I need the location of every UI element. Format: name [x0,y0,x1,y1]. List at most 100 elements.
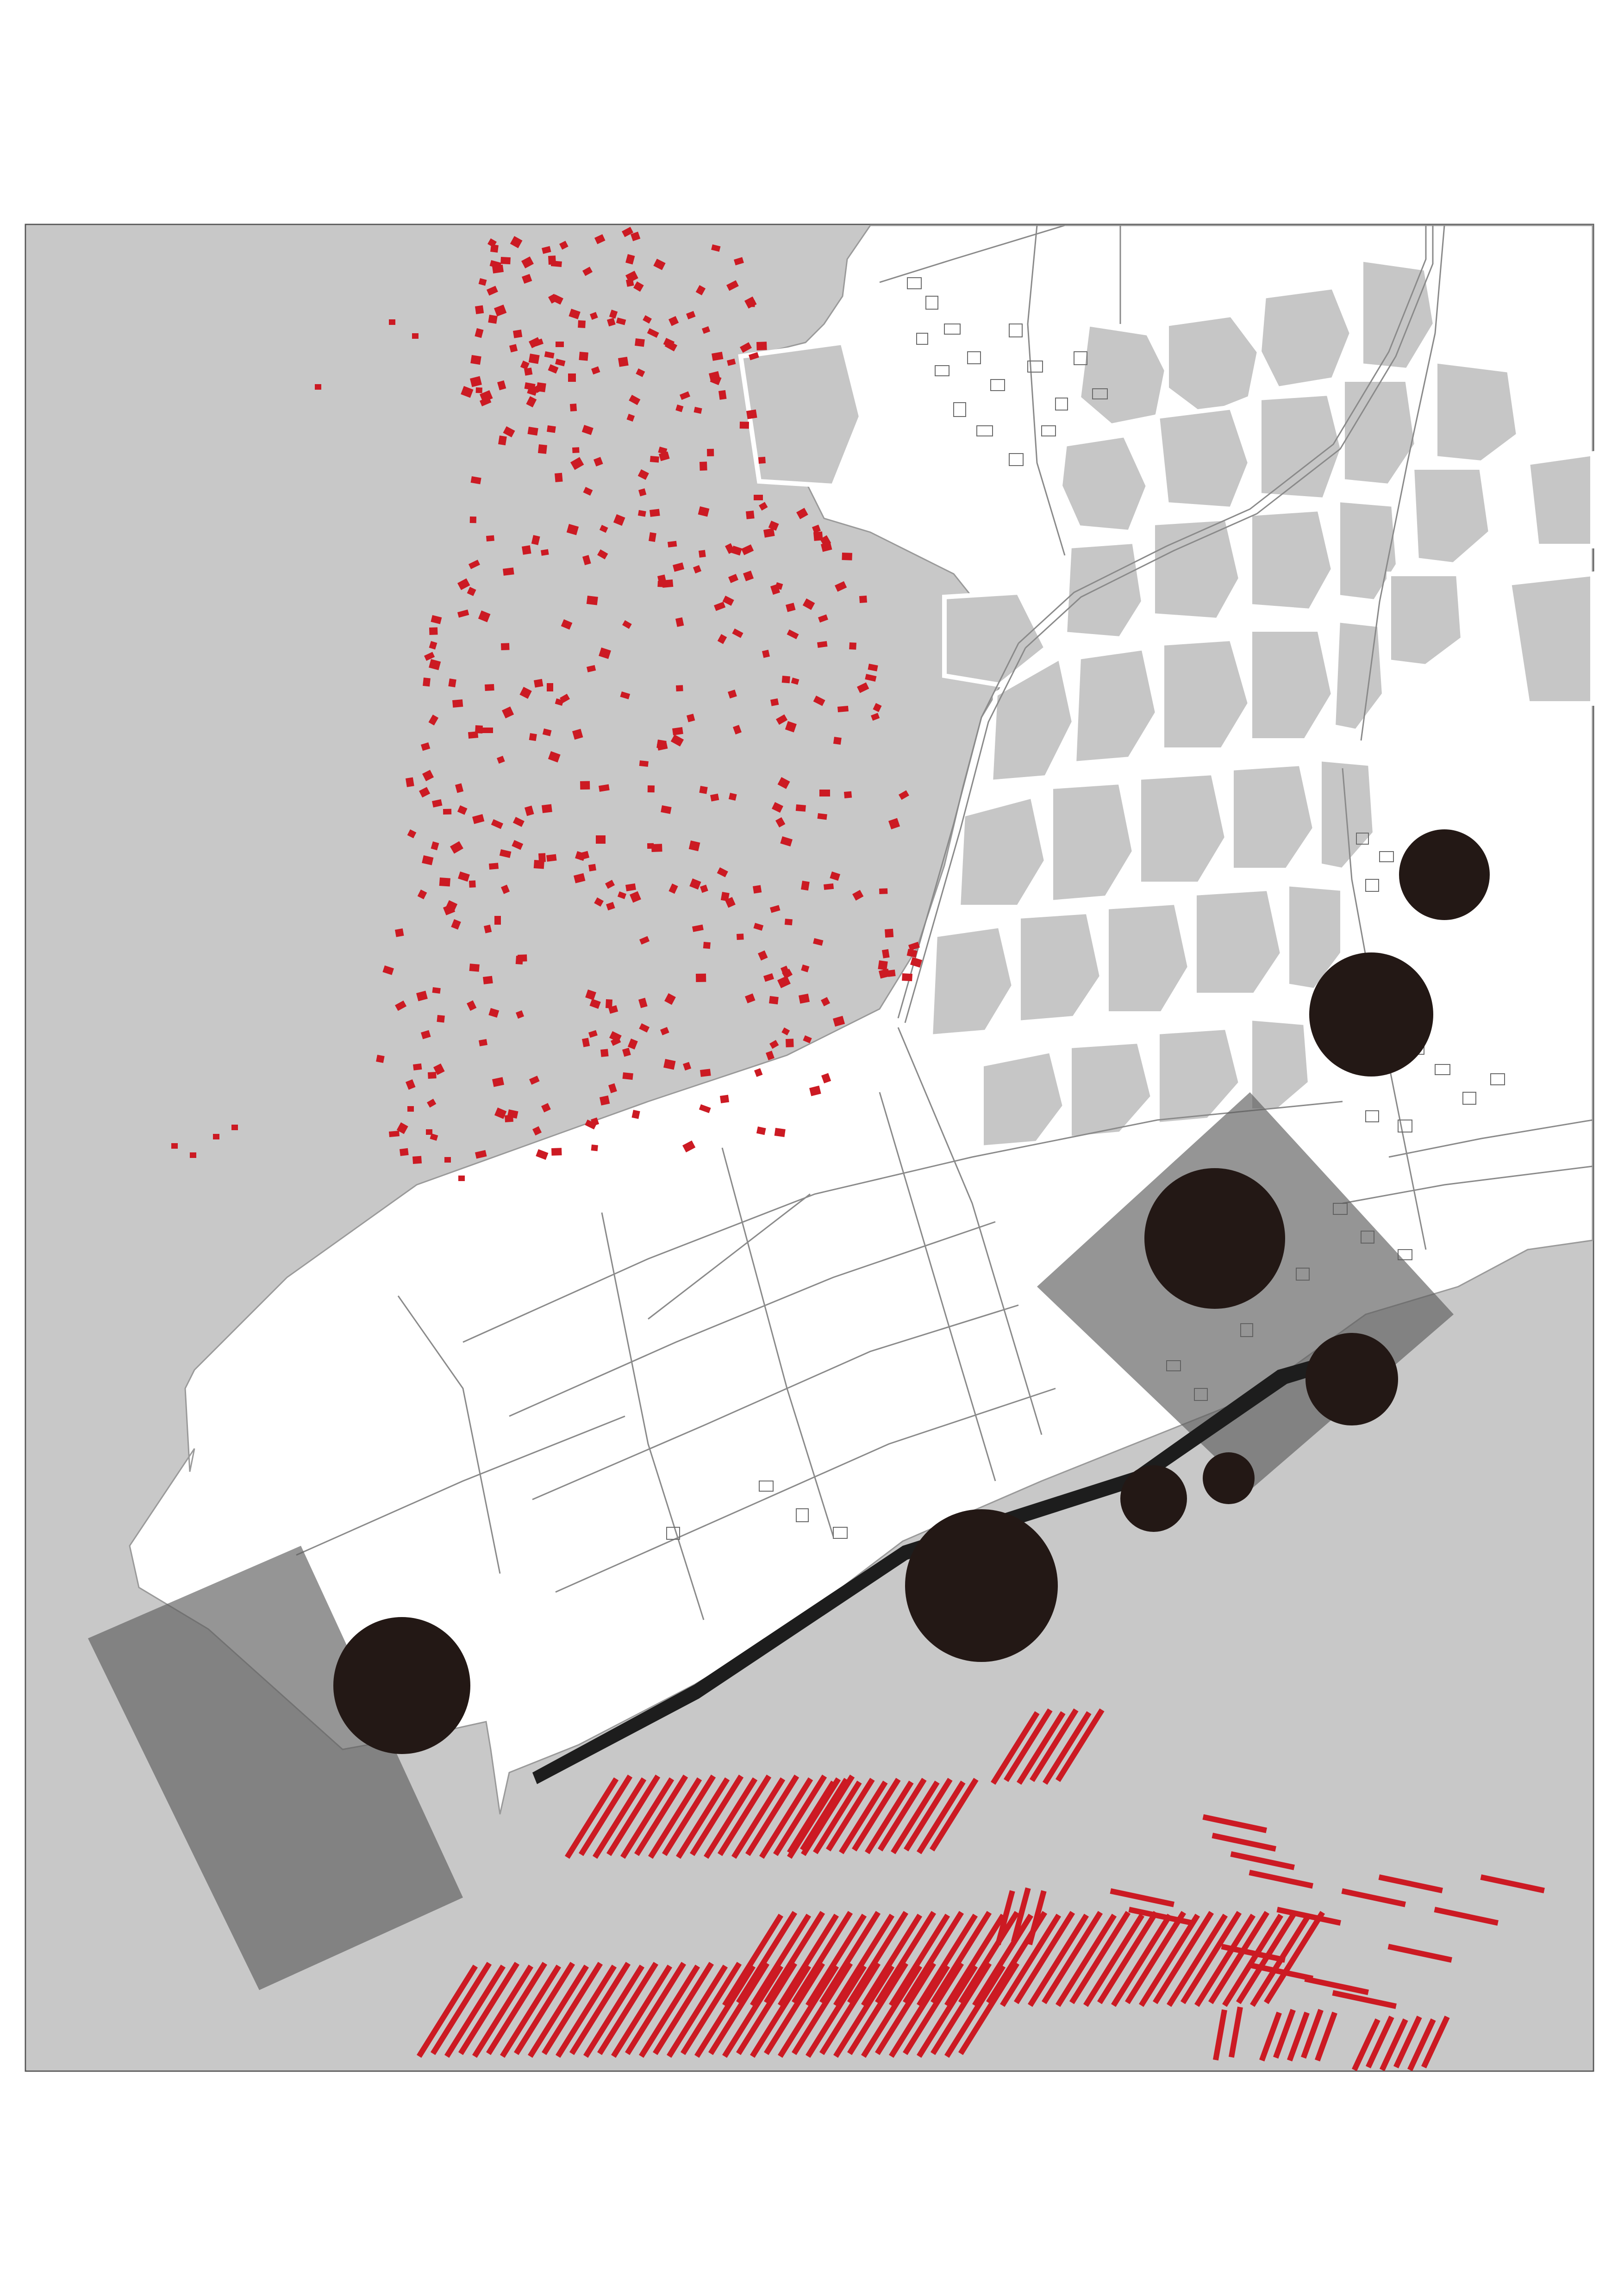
aquaculture-raft [882,949,890,958]
aquaculture-raft [813,696,825,706]
aquaculture-raft [429,641,437,650]
aquaculture-strip [579,1774,633,1856]
aquaculture-strip [648,1777,702,1859]
aquaculture-raft [686,311,696,320]
aquaculture-raft [407,1106,414,1112]
aquaculture-raft [622,1047,631,1057]
aquaculture-raft [507,1109,518,1119]
aquaculture-raft [444,1157,451,1163]
aquaculture-raft [568,373,576,382]
aquaculture-raft [526,396,537,408]
aquaculture-strip [1341,1888,1406,1907]
aquaculture-strips-south [417,1708,1545,2072]
aquaculture-raft [547,683,553,691]
aquaculture-raft [450,841,463,854]
aquaculture-raft [572,728,583,740]
aquaculture-raft [488,315,498,324]
aquaculture-raft [484,924,492,933]
aquaculture-raft [568,309,581,319]
aquaculture-raft [785,721,797,733]
aquaculture-raft [670,734,684,747]
aquaculture-raft [660,1027,669,1036]
aquaculture-strip [1213,2009,1227,2061]
aquaculture-raft [720,1095,730,1103]
aquaculture-raft [744,993,756,1003]
aquaculture-raft [544,351,555,359]
aquaculture-raft [490,244,499,253]
aquaculture-raft [668,541,677,548]
aquaculture-raft [420,742,431,751]
intervention-nodes [333,829,1490,1754]
aquaculture-raft [661,805,672,814]
aquaculture-raft [675,404,684,412]
aquaculture-raft [693,406,702,414]
aquaculture-strip [792,1910,853,2004]
aquaculture-raft [699,550,706,558]
aquaculture-raft [625,883,636,891]
aquaculture-raft [629,891,641,903]
aquaculture-raft [639,936,650,945]
aquaculture-raft [818,614,828,623]
aquaculture-strip [736,1910,798,2004]
aquaculture-raft [475,725,483,734]
aquaculture-raft [570,404,577,411]
aquaculture-strip [839,1780,888,1854]
aquaculture-raft [768,521,779,531]
aquaculture-raft [775,582,783,590]
aquaculture-strip [1314,2011,1337,2062]
aquaculture-strip [1083,1913,1145,2007]
aquaculture-strip [764,1961,825,2055]
aquaculture-strip [750,1913,812,2007]
aquaculture-strip [1352,2018,1380,2072]
aquaculture-raft [766,1051,775,1060]
aquaculture-raft [668,883,678,894]
aquaculture-raft [833,1015,845,1027]
node-circle [333,1617,470,1754]
aquaculture-strip [652,1961,714,2055]
aquaculture-strip [800,1778,849,1852]
aquaculture-raft [763,528,775,538]
aquaculture-strip [569,1961,631,2055]
aquaculture-raft [791,678,800,685]
aquaculture-strip [874,1961,937,2055]
aquaculture-strip [676,1777,730,1859]
aquaculture-raft [389,319,395,325]
waterfront-promenade [532,1351,1347,1784]
aquaculture-strip [806,1913,867,2007]
aquaculture-raft [494,916,501,925]
aquaculture-raft [503,426,515,437]
aquaculture-strip [1249,1962,1313,1981]
aquaculture-raft [412,1156,422,1164]
aquaculture-raft [741,544,754,555]
aquaculture-raft [556,342,564,347]
aquaculture-raft [777,976,791,989]
aquaculture-raft [482,728,493,733]
aquaculture-raft [700,1069,711,1077]
aquaculture-strip [444,1964,506,2058]
aquaculture-strip [625,1961,687,2055]
aquaculture-raft [631,231,641,242]
aquaculture-strip [1202,1814,1267,1833]
aquaculture-strip [1287,2011,1310,2062]
aquaculture-raft [635,338,645,347]
aquaculture-raft [486,535,494,541]
aquaculture-raft [756,1126,766,1135]
aquaculture-strip [555,1964,617,2058]
aquaculture-raft [547,425,556,433]
aquaculture-raft [494,1108,507,1119]
aquaculture-strip [1407,2018,1436,2072]
aquaculture-raft [455,783,464,793]
aquaculture-raft [754,1068,763,1077]
aquaculture-raft [902,973,912,982]
node-circle [905,1509,1058,1662]
aquaculture-raft [470,476,481,485]
aquaculture-raft [513,330,523,338]
aquaculture-raft [821,997,831,1007]
aquaculture-raft [609,310,618,319]
aquaculture-raft [488,1008,500,1018]
aquaculture-strip [1249,1870,1313,1889]
aquaculture-raft [598,784,610,792]
aquaculture-strip [606,1774,661,1856]
aquaculture-raft [589,999,601,1009]
aquaculture-raft [689,878,701,890]
